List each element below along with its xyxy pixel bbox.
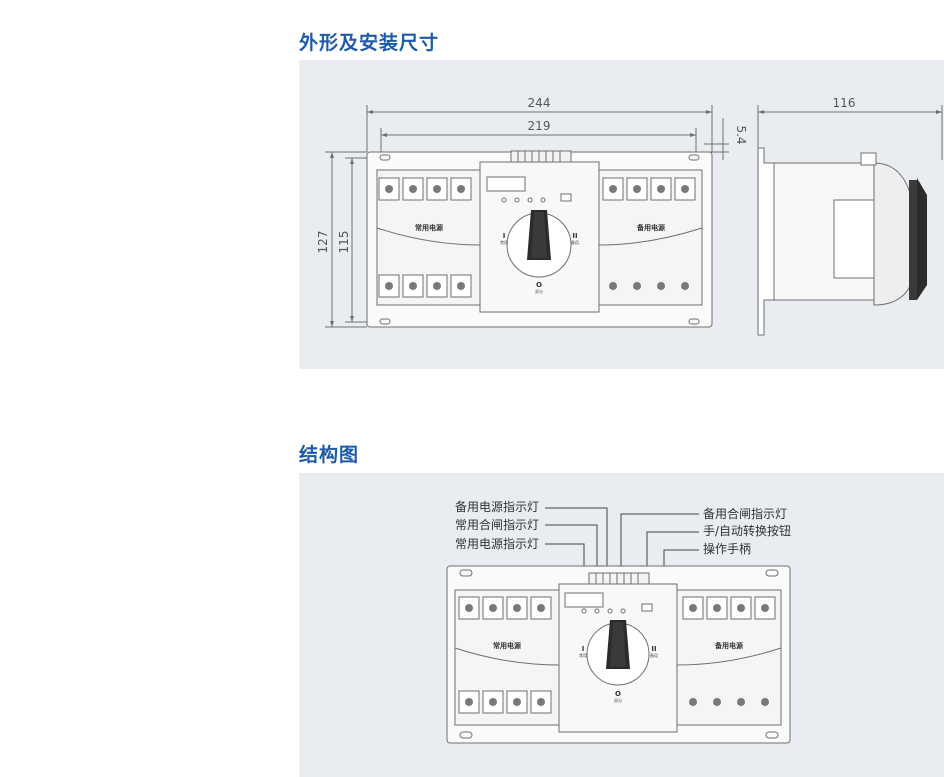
- dimension-drawing-panel: 244 219 116 5.4 127 115: [299, 60, 944, 369]
- device-side-view: [757, 147, 927, 336]
- structure-pos-two-sub: 备用: [650, 652, 658, 658]
- dim-mount-height: 115: [337, 231, 351, 254]
- device-structure-view: 常用电源 备用电源 I II O 常用 备用 双分: [446, 565, 791, 744]
- structure-left-label: 常用电源: [493, 641, 521, 650]
- callout-manual-auto-button: 手/自动转换按钮: [703, 523, 791, 538]
- dim-depth: 116: [833, 96, 856, 110]
- front-pos-two: II: [572, 232, 577, 240]
- section-title-dimensions: 外形及安装尺寸: [299, 32, 440, 54]
- front-pos-zero: O: [536, 281, 542, 289]
- structure-drawing: 备用电源指示灯 常用合闸指示灯 常用电源指示灯 备用合闸指示灯 手/自动转换按钮…: [446, 499, 791, 744]
- structure-pos-one: I: [582, 645, 585, 653]
- structure-drawing-panel: 备用电源指示灯 常用合闸指示灯 常用电源指示灯 备用合闸指示灯 手/自动转换按钮…: [299, 473, 944, 777]
- front-pos-zero-sub: 双分: [535, 288, 543, 294]
- section-title-structure: 结构图: [299, 444, 360, 466]
- front-left-label: 常用电源: [415, 223, 443, 232]
- structure-pos-two: II: [651, 645, 656, 653]
- front-right-label: 备用电源: [636, 223, 665, 232]
- callout-normal-close-indicator: 常用合闸指示灯: [455, 517, 539, 532]
- callout-normal-power-indicator: 常用电源指示灯: [455, 536, 539, 551]
- structure-pos-one-sub: 常用: [579, 652, 587, 658]
- front-pos-one: I: [503, 232, 506, 240]
- device-front-view: 常用电源 备用电源 I II O 常用 备用 双分: [366, 150, 713, 328]
- dim-mount-width: 219: [528, 119, 551, 133]
- callout-standby-close-indicator: 备用合闸指示灯: [703, 506, 787, 521]
- front-pos-one-sub: 常用: [500, 239, 508, 245]
- structure-pos-zero: O: [615, 690, 621, 698]
- dimension-drawing: 244 219 116 5.4 127 115: [316, 96, 943, 336]
- callout-operating-handle: 操作手柄: [703, 541, 751, 556]
- front-pos-two-sub: 备用: [571, 239, 579, 245]
- structure-pos-zero-sub: 双分: [614, 697, 622, 703]
- structure-right-label: 备用电源: [714, 641, 743, 650]
- dim-offset: 5.4: [734, 125, 748, 144]
- dim-overall-width: 244: [528, 96, 551, 110]
- callout-standby-power-indicator: 备用电源指示灯: [455, 499, 539, 514]
- dim-overall-height: 127: [316, 231, 330, 254]
